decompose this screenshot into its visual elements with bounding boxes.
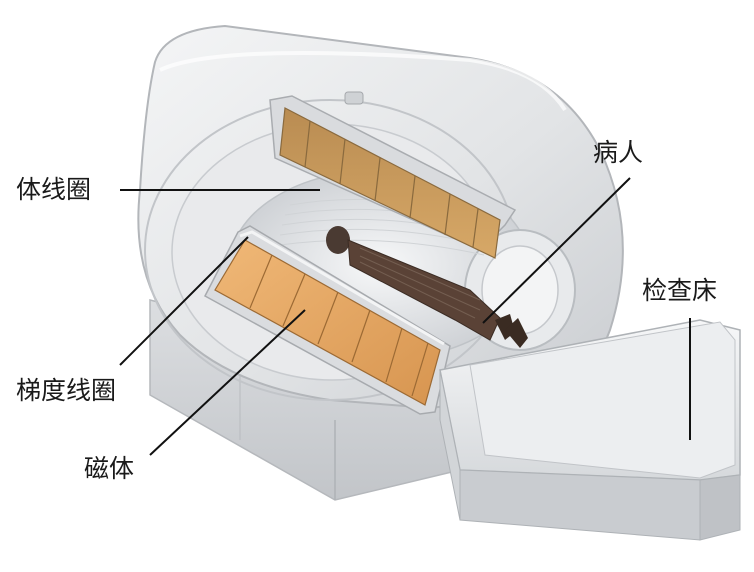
label-magnet: 磁体 <box>84 454 135 483</box>
label-gradient-coil: 梯度线圈 <box>16 376 117 405</box>
leader-magnet <box>149 309 306 456</box>
exam-table <box>439 319 741 541</box>
label-patient: 病人 <box>593 138 644 167</box>
body-coil-panel <box>269 91 517 259</box>
patient-figure <box>326 226 528 348</box>
label-exam-table: 检查床 <box>642 276 718 305</box>
leader-lines <box>119 177 691 456</box>
leader-patient <box>482 177 631 324</box>
magnet-panel <box>203 225 451 415</box>
label-body-coil: 体线圈 <box>16 175 92 204</box>
leader-gradient-coil <box>119 236 249 366</box>
